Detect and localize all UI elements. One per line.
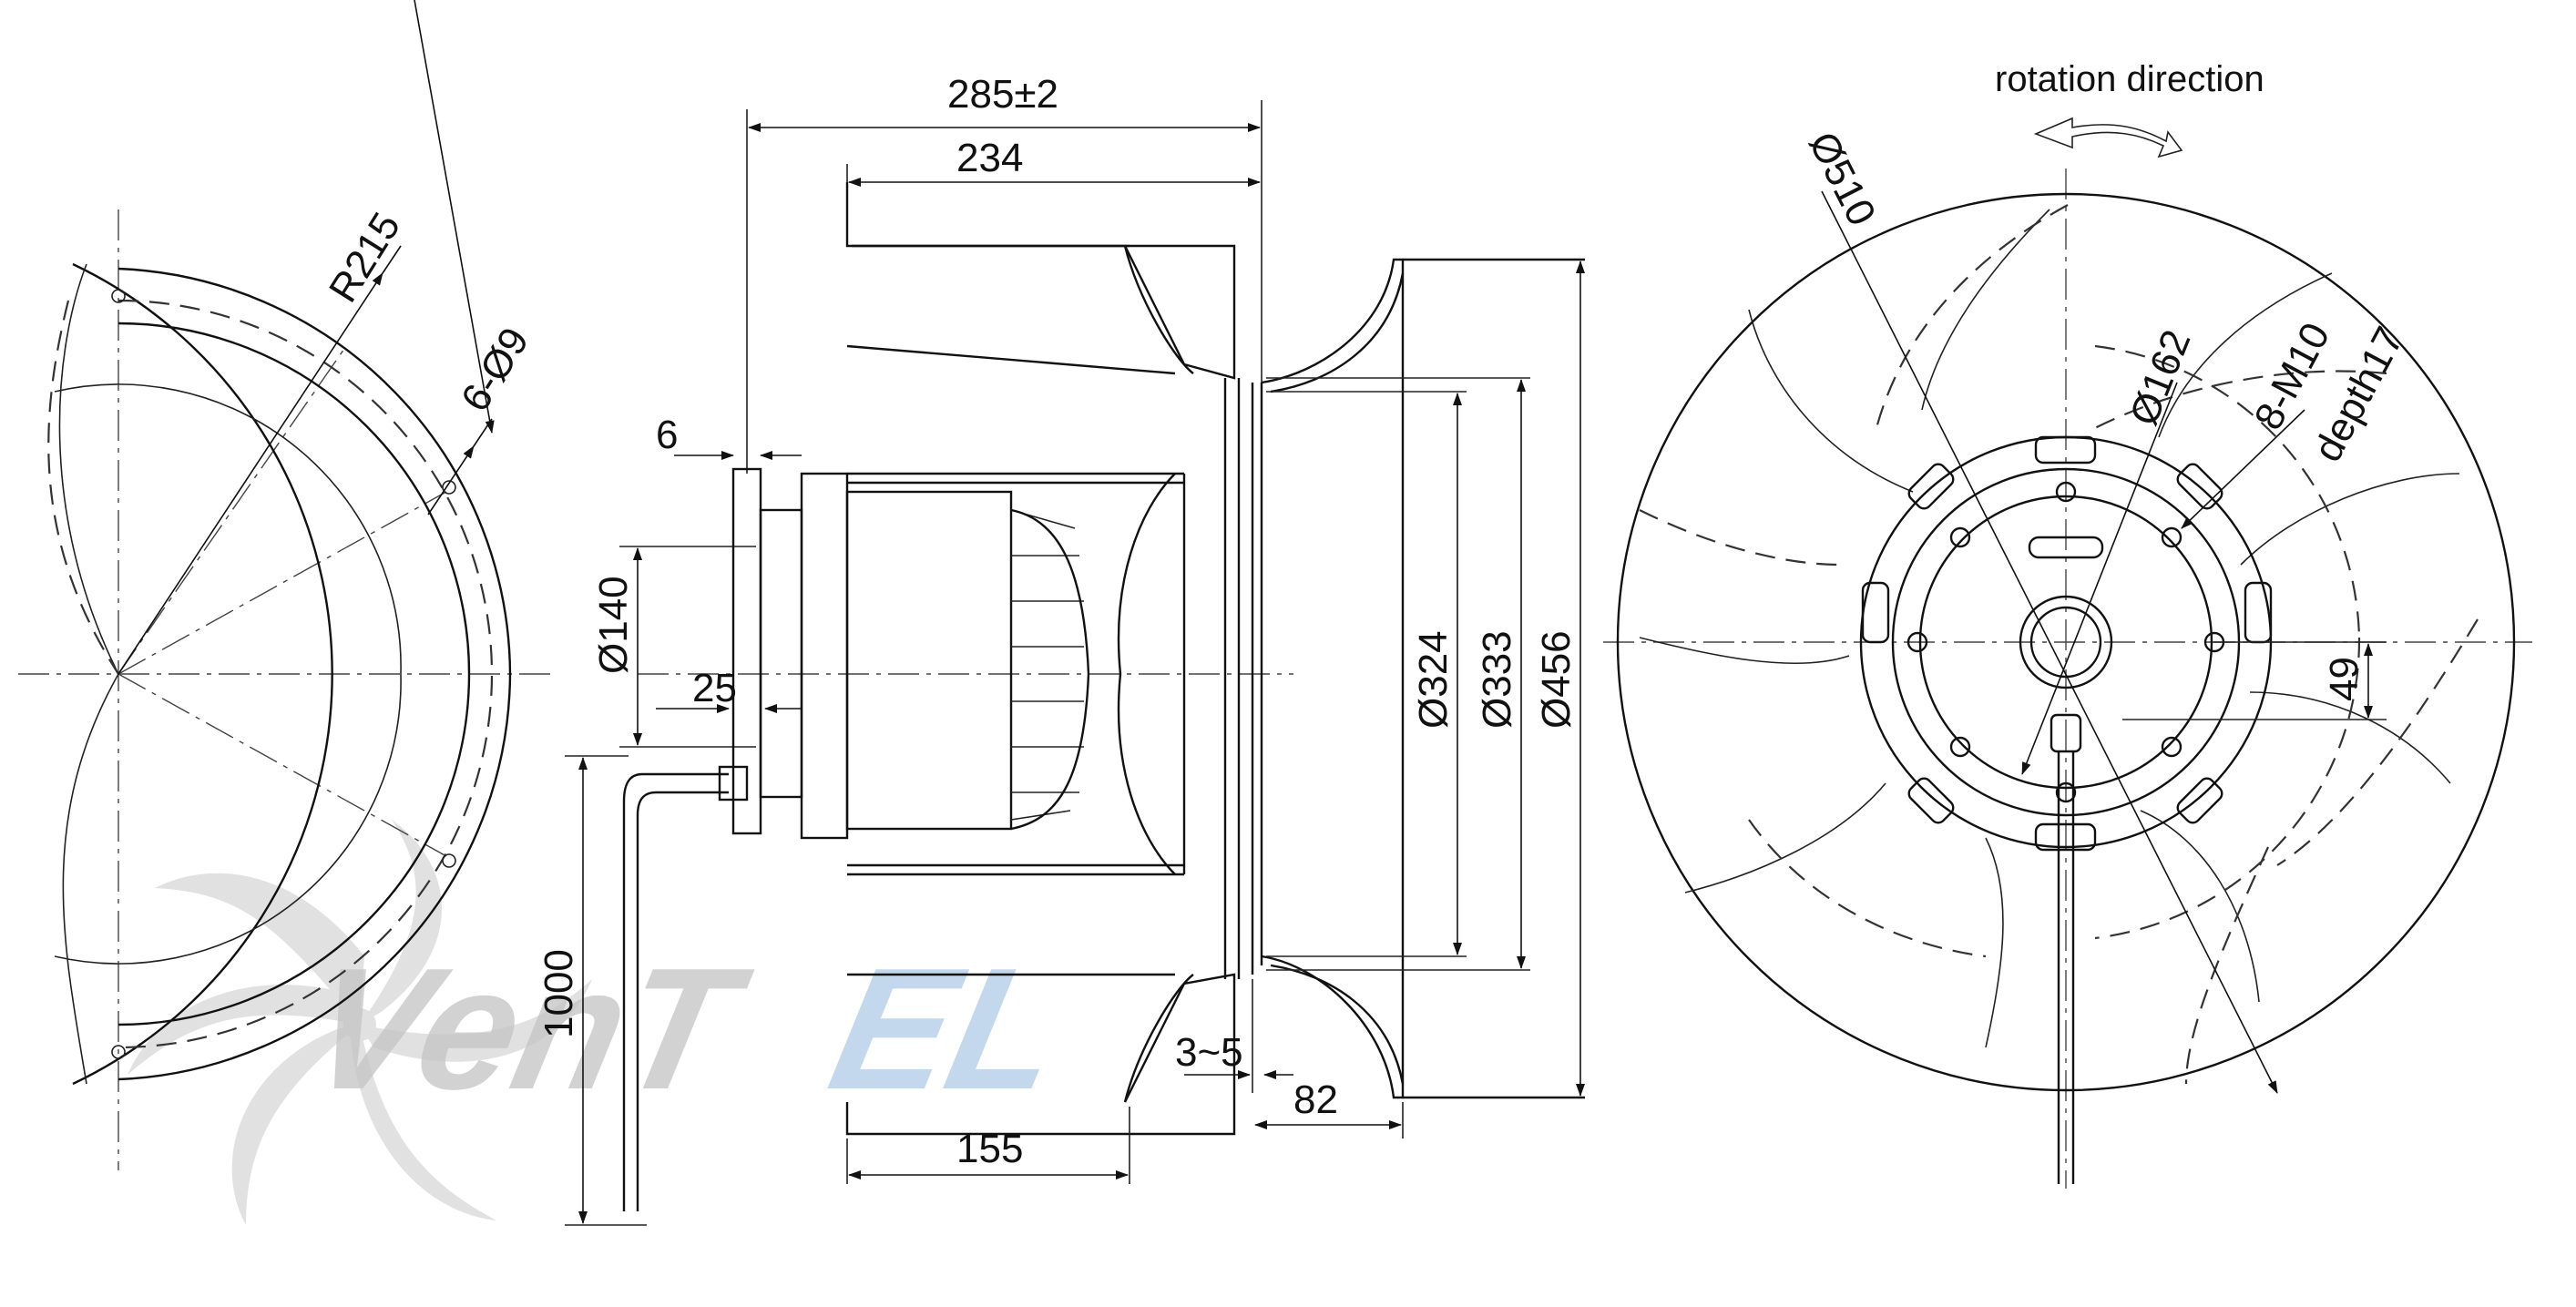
dim-motor-length: 155 [956,1127,1023,1171]
dim-inlet-diameter-1: Ø324 [1411,630,1456,729]
dim-gap: 3~5 [1175,1030,1243,1075]
dim-bolt-circle: Ø162 [2121,324,2200,432]
watermark-brand-left: VenT [292,932,762,1126]
watermark-brand-right: EL [816,932,1078,1126]
side-view: 285±2 234 6 Ø140 25 1000 [537,72,1585,1226]
dim-hub-offset: 49 [2322,657,2366,701]
dim-motor-diameter: Ø140 [591,576,636,674]
dim-inlet-diameter-2: Ø333 [1475,630,1519,729]
dim-radius: R215 [321,205,409,310]
left-partial-view: R215 6-Ø9 [18,0,556,1170]
dim-holes: 6-Ø9 [453,320,537,419]
dim-impeller-length: 234 [956,136,1023,180]
rotation-arrow-icon [2033,117,2183,158]
dim-cable-length: 1000 [537,949,581,1038]
dim-inlet-depth: 82 [1293,1077,1338,1122]
dim-overall-length: 285±2 [947,72,1058,117]
dim-flange-thickness: 25 [692,666,737,710]
rotation-label: rotation direction [1995,59,2264,99]
dim-inlet-ring-diameter: Ø456 [1534,630,1579,729]
watermark-logo: VenT EL [128,820,1078,1225]
dim-outer-diameter: Ø510 [1800,125,1885,232]
front-view: Ø510 Ø162 8-M10 depth17 49 rotation dire… [1603,59,2532,1189]
watermark-fan-icon [128,820,592,1225]
dim-flange-offset: 6 [656,413,678,457]
